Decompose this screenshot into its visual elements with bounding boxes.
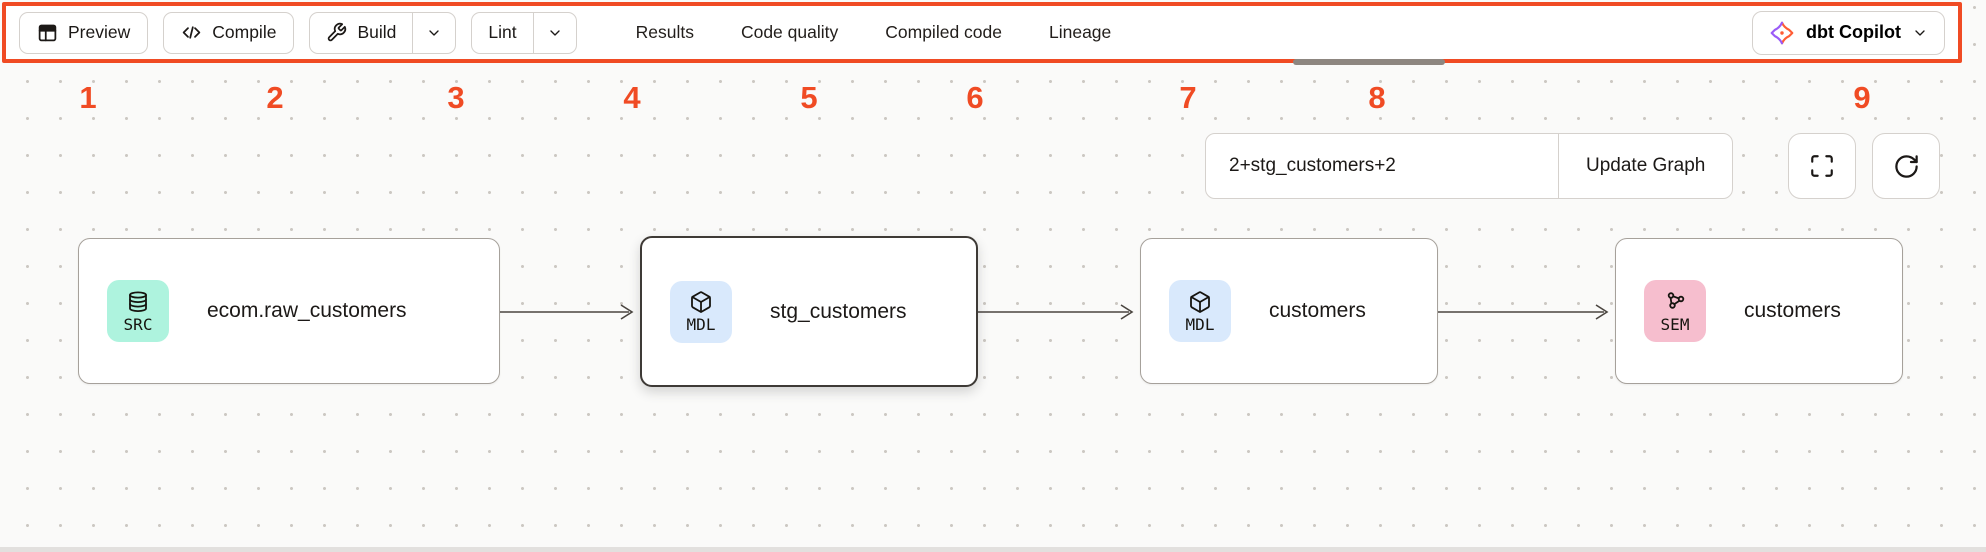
node-label: customers: [1269, 299, 1366, 322]
cube-icon: [689, 290, 713, 314]
model-badge: MDL: [1169, 280, 1231, 342]
database-icon: [126, 290, 150, 314]
lint-button-label: Lint: [488, 22, 517, 42]
lineage-node-model-customers[interactable]: MDL customers: [1140, 238, 1438, 384]
semantic-badge: SEM: [1644, 280, 1706, 342]
badge-label: SRC: [123, 314, 153, 334]
badge-label: MDL: [1185, 314, 1215, 334]
fullscreen-icon: [1809, 153, 1835, 179]
annotation-number-5: 5: [800, 80, 818, 115]
lineage-node-source-ecom-raw-customers[interactable]: SRC ecom.raw_customers: [78, 238, 500, 384]
preview-button[interactable]: Preview: [19, 11, 149, 54]
tab-code-quality[interactable]: Code quality: [740, 22, 839, 42]
annotation-number-1: 1: [79, 80, 97, 115]
tab-compiled-code[interactable]: Compiled code: [885, 22, 1002, 42]
preview-button-label: Preview: [68, 22, 131, 42]
build-button[interactable]: Build: [310, 13, 412, 53]
dbt-copilot-button[interactable]: dbt Copilot: [1752, 10, 1945, 55]
lint-split-button: Lint: [471, 11, 577, 54]
semantic-model-icon: [1663, 290, 1687, 314]
node-label: stg_customers: [770, 299, 907, 323]
chevron-down-icon: [1912, 25, 1928, 41]
compile-button[interactable]: Compile: [163, 11, 295, 54]
build-dropdown-button[interactable]: [412, 12, 455, 53]
source-badge: SRC: [107, 280, 169, 342]
compile-button-label: Compile: [212, 22, 277, 42]
tab-lineage[interactable]: Lineage: [1048, 22, 1112, 42]
chevron-down-icon: [547, 25, 563, 41]
selector-input[interactable]: 2+stg_customers+2: [1229, 155, 1396, 176]
lint-dropdown-button[interactable]: [532, 12, 576, 53]
node-label: ecom.raw_customers: [207, 299, 407, 322]
lineage-node-semantic-customers[interactable]: SEM customers: [1615, 238, 1903, 384]
lint-button[interactable]: Lint: [472, 13, 532, 53]
build-split-button: Build: [309, 11, 457, 54]
arrowhead-icon: [1595, 304, 1609, 320]
refresh-button[interactable]: [1872, 133, 1940, 199]
annotation-number-4: 4: [623, 80, 641, 115]
table-icon: [37, 22, 58, 43]
annotation-number-2: 2: [266, 80, 284, 115]
annotation-number-8: 8: [1368, 80, 1386, 115]
wrench-icon: [326, 22, 347, 43]
result-tabs: Results Code quality Compiled code Linea…: [636, 22, 1112, 43]
arrowhead-icon: [620, 304, 634, 320]
horizontal-scrollbar-thumb[interactable]: [1293, 59, 1445, 65]
fullscreen-button[interactable]: [1788, 133, 1856, 199]
build-button-label: Build: [357, 22, 397, 42]
code-icon: [181, 22, 202, 43]
editor-toolbar: Preview Compile Build: [2, 2, 1962, 63]
cube-icon: [1188, 290, 1212, 314]
lineage-selector-group: 2+stg_customers+2 Update Graph: [1205, 133, 1734, 199]
annotation-number-6: 6: [966, 80, 984, 115]
window-bottom-edge: [0, 547, 1986, 552]
tab-results[interactable]: Results: [635, 22, 694, 42]
node-label: customers: [1744, 299, 1841, 322]
dbt-copilot-label: dbt Copilot: [1806, 22, 1901, 42]
annotation-number-7: 7: [1179, 80, 1197, 115]
arrowhead-icon: [1120, 304, 1134, 320]
model-badge: MDL: [670, 280, 732, 343]
dbt-logo-icon: [1769, 20, 1795, 46]
chevron-down-icon: [426, 25, 442, 41]
annotation-number-3: 3: [447, 80, 465, 115]
lineage-node-model-stg-customers[interactable]: MDL stg_customers: [640, 236, 978, 387]
badge-label: MDL: [686, 315, 716, 334]
annotation-number-9: 9: [1853, 80, 1871, 115]
update-graph-button[interactable]: Update Graph: [1558, 134, 1732, 198]
refresh-icon: [1893, 153, 1920, 180]
badge-label: SEM: [1660, 314, 1690, 334]
